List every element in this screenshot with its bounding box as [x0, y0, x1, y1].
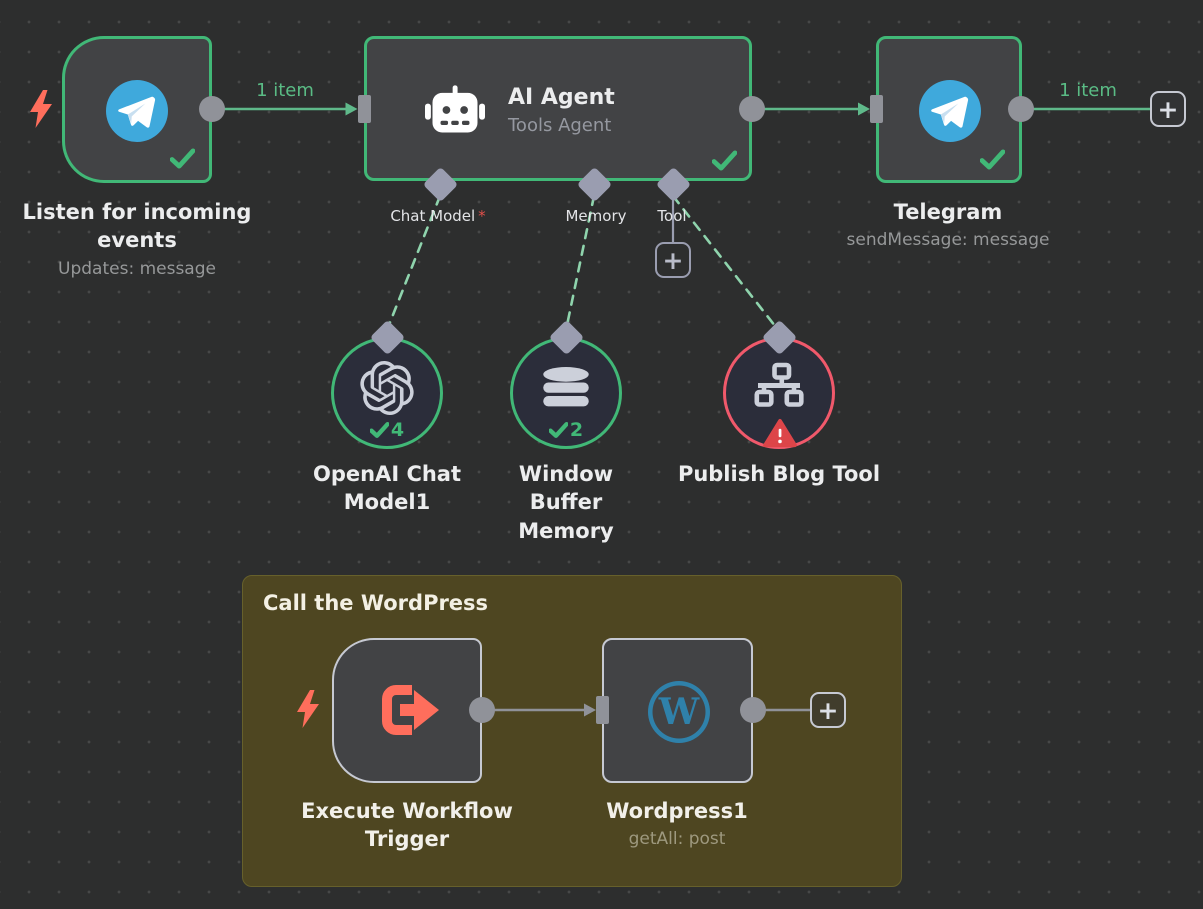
- openai-icon: [360, 361, 414, 415]
- trigger-bolt-icon: [30, 90, 52, 128]
- node-subtitle: sendMessage: message: [846, 230, 1050, 251]
- node-title: Window Buffer Memory: [518, 462, 614, 543]
- node-label: Execute Workflow Trigger: [301, 797, 513, 854]
- input-port[interactable]: [595, 696, 609, 724]
- connection-chat-model-dashed: [385, 194, 442, 332]
- plus-icon: +: [817, 695, 839, 725]
- add-node-button[interactable]: +: [1150, 91, 1186, 127]
- node-title: OpenAI Chat Model1: [312, 462, 462, 515]
- node-title: AI Agent: [508, 85, 615, 110]
- node-title: Execute Workflow Trigger: [301, 799, 513, 852]
- node-wordpress[interactable]: W: [602, 638, 753, 783]
- tool-port-label: Tool: [657, 207, 687, 225]
- output-port[interactable]: [469, 697, 495, 723]
- node-title: Wordpress1: [606, 799, 748, 823]
- success-check-icon: [548, 422, 568, 438]
- node-title: Publish Blog Tool: [677, 462, 881, 486]
- output-port[interactable]: [1008, 96, 1034, 122]
- success-check-icon: [369, 422, 389, 438]
- run-count-badge: 4: [357, 419, 417, 441]
- arrowhead-icon: [584, 703, 596, 717]
- node-label: Publish Blog Tool: [649, 460, 909, 488]
- telegram-icon: [919, 80, 981, 142]
- execute-workflow-icon: [382, 685, 439, 735]
- node-title: Telegram: [893, 200, 1003, 224]
- node-ai-agent[interactable]: AI Agent Tools Agent: [364, 36, 752, 181]
- node-label: Listen for incoming events Updates: mess…: [22, 198, 252, 280]
- node-title: Listen for incoming events: [22, 200, 252, 253]
- trigger-bolt-icon: [297, 690, 319, 728]
- node-publish-blog-tool[interactable]: [723, 337, 835, 449]
- add-tool-button[interactable]: +: [655, 242, 691, 278]
- chat-model-port-label: Chat Model*: [353, 207, 523, 225]
- input-port[interactable]: [869, 95, 883, 123]
- database-icon: [543, 367, 589, 407]
- robot-icon: [425, 85, 485, 133]
- node-label: Window Buffer Memory: [481, 460, 651, 545]
- node-label: Wordpress1 getAll: post: [547, 797, 807, 851]
- input-port[interactable]: [357, 95, 371, 123]
- run-count: 4: [390, 419, 405, 441]
- output-port[interactable]: [740, 697, 766, 723]
- node-telegram-send[interactable]: [876, 36, 1022, 183]
- telegram-icon: [106, 80, 168, 142]
- wordpress-icon: W: [648, 681, 710, 743]
- plus-icon: +: [1157, 94, 1179, 124]
- sticky-note-title: Call the WordPress: [263, 591, 489, 615]
- node-telegram-trigger[interactable]: [62, 36, 212, 183]
- svg-text:W: W: [658, 691, 700, 733]
- connection-memory-dashed: [564, 194, 596, 332]
- plus-icon: +: [662, 245, 684, 275]
- warning-icon: [763, 418, 797, 448]
- success-check-icon: [980, 149, 1005, 170]
- output-port[interactable]: [739, 96, 765, 122]
- run-count-badge: 2: [536, 419, 596, 441]
- node-subtitle: Updates: message: [58, 258, 216, 279]
- connection-tool-dashed: [671, 194, 781, 333]
- node-openai-chat-model[interactable]: [331, 337, 443, 449]
- node-execute-workflow-trigger[interactable]: [332, 638, 482, 783]
- success-check-icon: [712, 150, 737, 171]
- workflow-tool-icon: [754, 362, 804, 407]
- run-count: 2: [569, 419, 584, 441]
- memory-port-label: Memory: [565, 207, 627, 225]
- arrowhead-icon: [345, 102, 358, 116]
- node-label: OpenAI Chat Model1: [302, 460, 472, 517]
- success-check-icon: [170, 148, 195, 169]
- connection-items-label: 1 item: [256, 80, 314, 101]
- node-subtitle: getAll: post: [628, 829, 726, 850]
- connection-items-label: 1 item: [1059, 80, 1117, 101]
- arrowhead-icon: [858, 102, 870, 116]
- node-subtitle: Tools Agent: [508, 115, 612, 136]
- port-label-text: Chat Model: [390, 207, 476, 225]
- node-label: Telegram sendMessage: message: [818, 198, 1078, 252]
- required-marker: *: [478, 207, 486, 225]
- add-node-button[interactable]: +: [810, 692, 846, 728]
- output-port[interactable]: [199, 96, 225, 122]
